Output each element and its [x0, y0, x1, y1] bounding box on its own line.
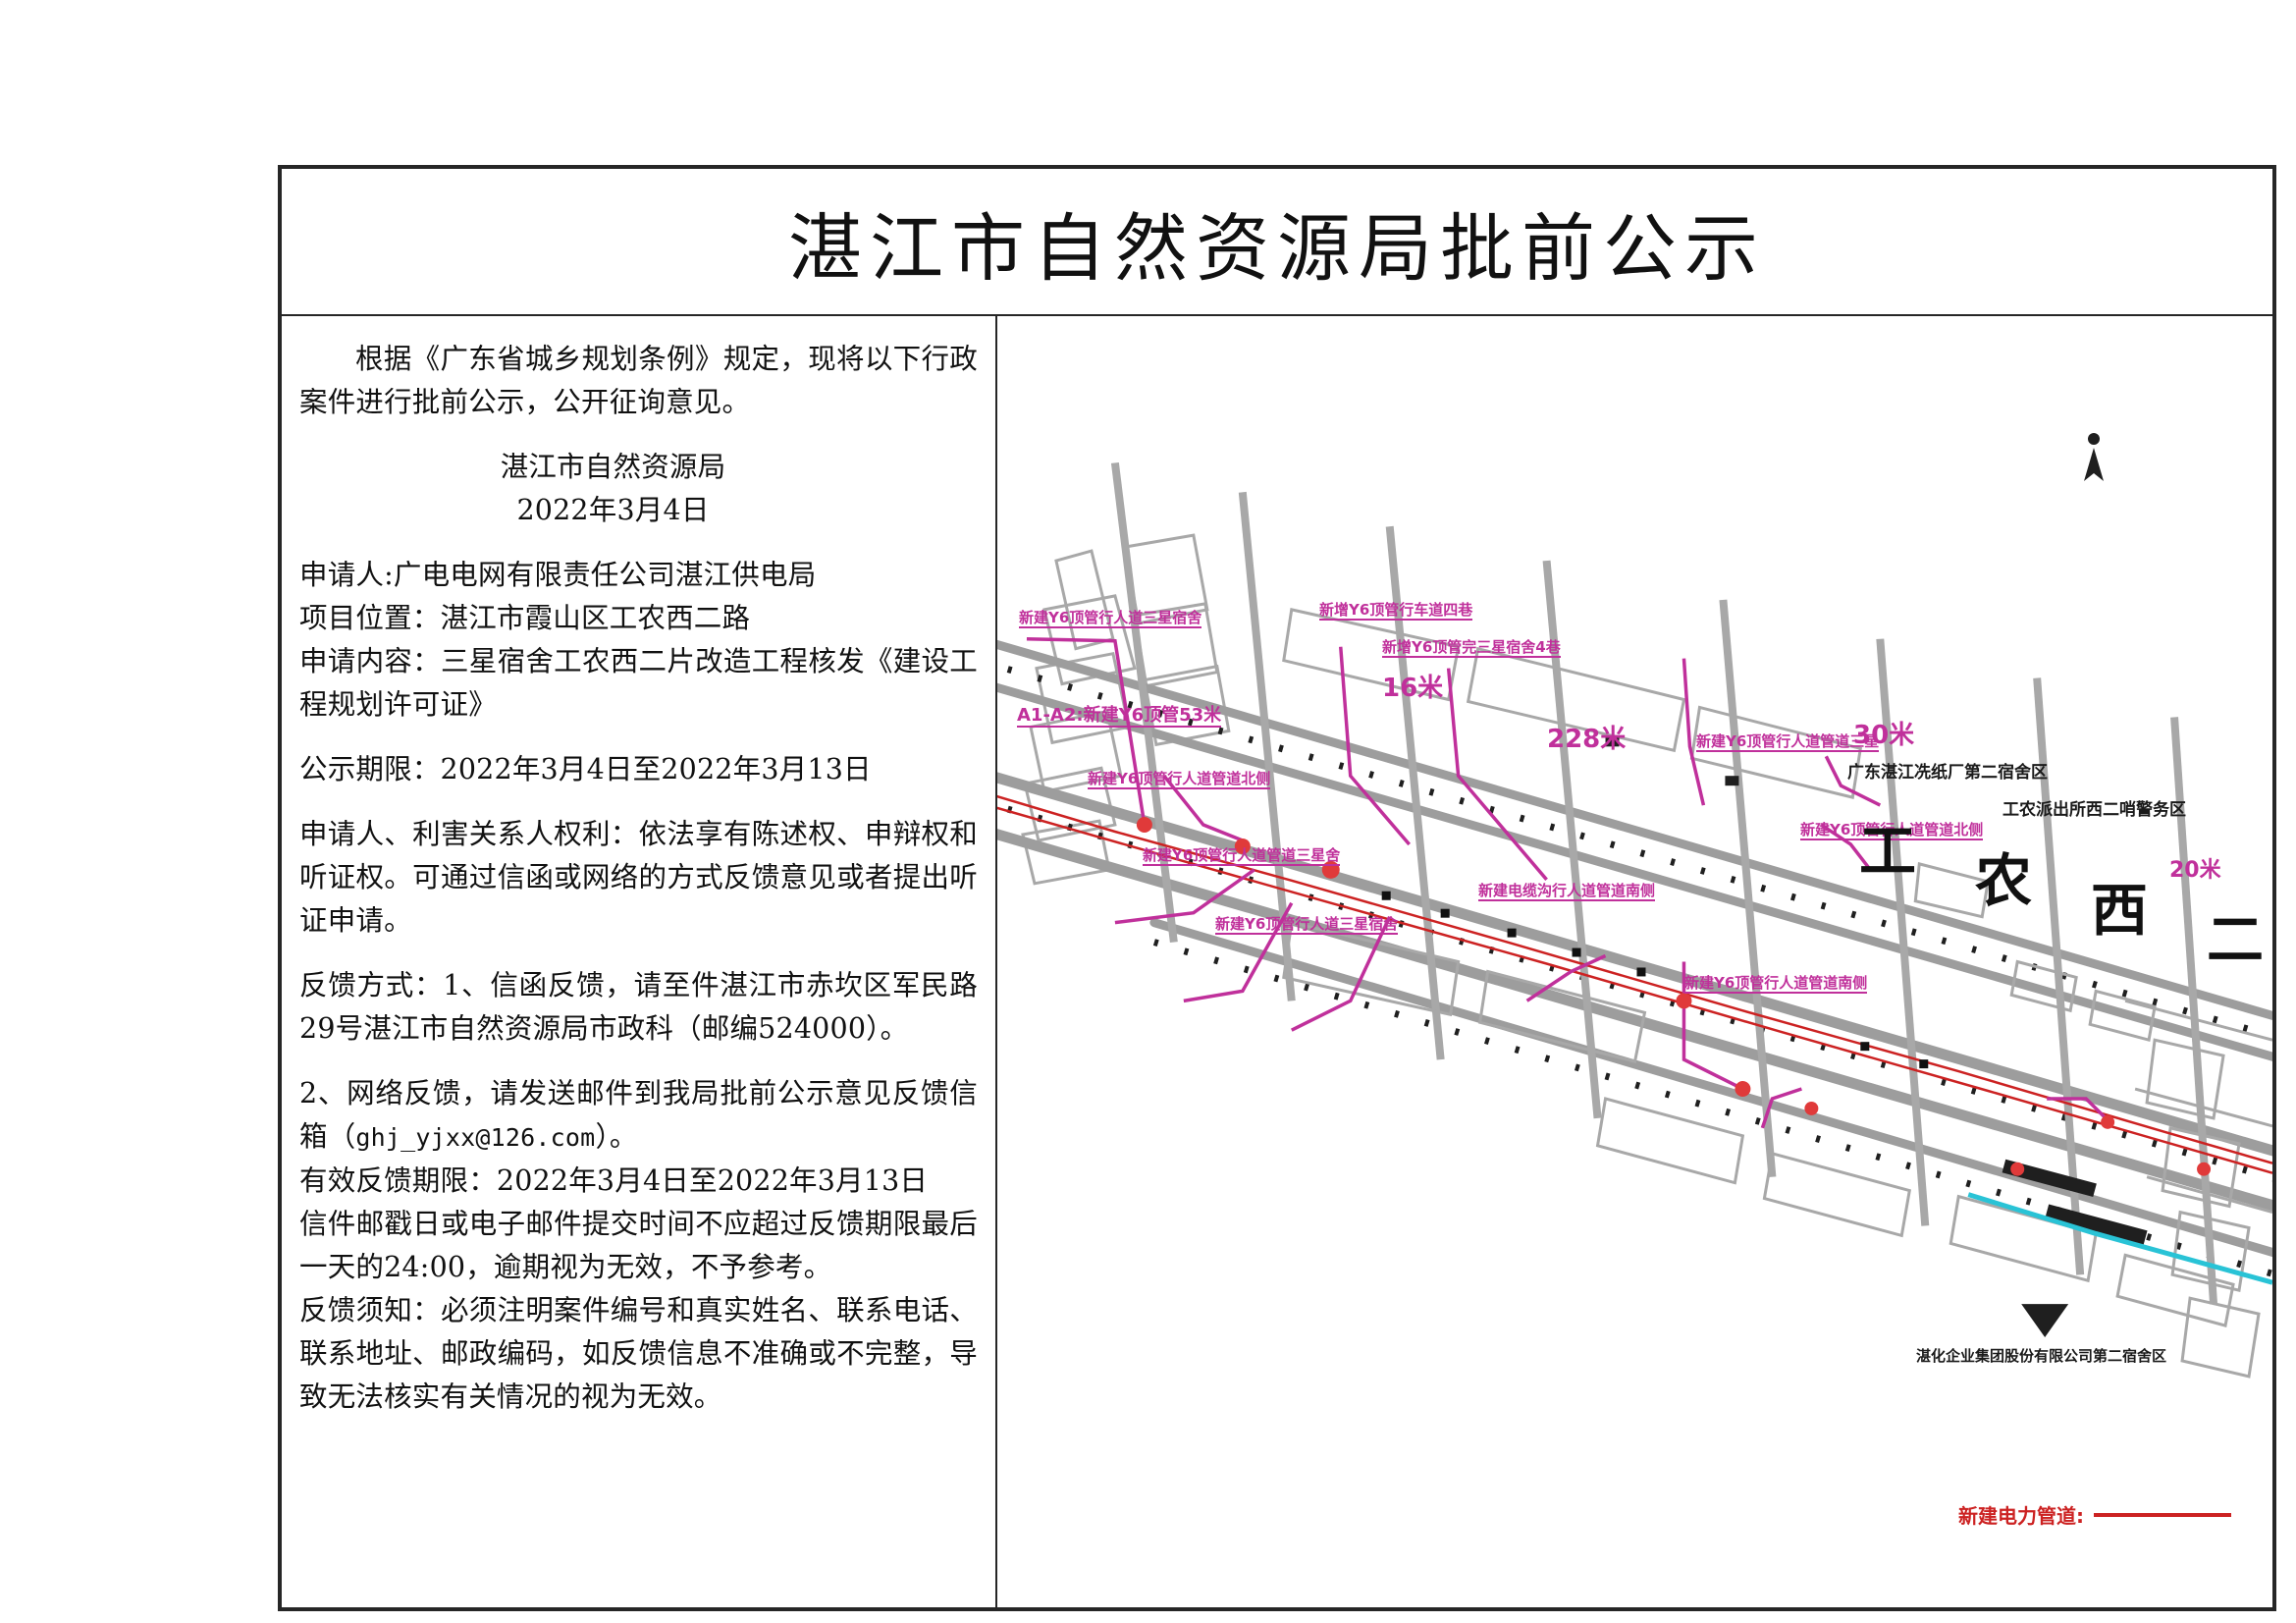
map-vector — [997, 461, 2272, 1379]
deadline-line: 信件邮戳日或电子邮件提交时间不应超过反馈期限最后一天的24:00，逾期视为无效，… — [299, 1208, 978, 1283]
road-secondary — [997, 639, 2272, 1258]
pipeline-markers — [1381, 891, 1929, 1069]
title-band: 湛江市自然资源局批前公示 — [282, 169, 2272, 316]
cross-streets — [1110, 461, 2218, 1305]
valid-feedback-period-line: 有效反馈期限：2022年3月4日至2022年3月13日 — [299, 1164, 929, 1197]
notice-text-column: 根据《广东省城乡规划条例》规定，现将以下行政案件进行批前公示，公开征询意见。 湛… — [282, 316, 997, 1607]
project-location-line: 项目位置：湛江市霞山区工农西二路 — [299, 602, 751, 634]
road-name-char-3: 西 — [2091, 877, 2149, 944]
map-column: 新建Y6顶管行人道三星宿舍 新增Y6顶管行车道四巷 新增Y6顶管完三星宿舍4巷 … — [997, 316, 2272, 1607]
map-annotation-10: 新建Y6顶管行人道管道南侧 — [1684, 974, 1868, 994]
map-annotation-8: 新建Y6顶管行人道管道三星 — [1696, 732, 1880, 752]
notice-intro: 根据《广东省城乡规划条例》规定，现将以下行政案件进行批前公示，公开征询意见。 — [299, 343, 978, 418]
feedback-email: ghj_yjxx@126.com — [355, 1123, 596, 1152]
map-annotation-9: 新建Y6顶管行人道管道北侧 — [1800, 821, 1984, 840]
new-power-pipeline-branch — [997, 806, 2272, 1174]
segment-length-label: A1-A2:新建Y6顶管53米 — [1017, 705, 1222, 728]
feedback-method-two-pre: 2、网络反馈，请发送邮件到我局批前公示意见反馈信箱（ — [299, 1077, 978, 1153]
new-power-pipeline — [997, 794, 2272, 1164]
dimension-30m: 30米 — [1853, 721, 1915, 750]
applicant-line: 申请人:广电电网有限责任公司湛江供电局 — [299, 559, 817, 591]
document-frame: 湛江市自然资源局批前公示 根据《广东省城乡规划条例》规定，现将以下行政案件进行批… — [278, 165, 2276, 1611]
map-annotation-4: 新建Y6顶管行人道管道北侧 — [1088, 770, 1271, 789]
place-label-chemical-dorm: 湛化企业集团股份有限公司第二宿舍区 — [1916, 1347, 2167, 1365]
rights-line: 申请人、利害关系人权利：依法享有陈述权、申辩权和听证权。可通过信函或网络的方式反… — [299, 818, 978, 937]
road-name-char-2: 农 — [1975, 847, 2033, 914]
pipeline-nodes — [1136, 817, 2212, 1176]
feedback-method-one: 反馈方式：1、信函反馈，请至件湛江市赤坎区军民路29号湛江市自然资源局市政科（邮… — [299, 969, 978, 1045]
feedback-method-two: 2、网络反馈，请发送邮件到我局批前公示意见反馈信箱（ghj_yjxx@126.c… — [299, 1072, 978, 1160]
map-annotation-7: 新建电缆沟行人道管道南侧 — [1478, 882, 1656, 901]
legend-line-swatch — [2094, 1512, 2231, 1517]
road-name-char-4: 二 — [2207, 906, 2265, 973]
north-arrow-icon — [2077, 432, 2110, 487]
feedback-requirements-line: 反馈须知：必须注明案件编号和真实姓名、联系电话、联系地址、邮政编码，如反馈信息不… — [299, 1294, 978, 1413]
block-outlines — [1282, 608, 2235, 1327]
dimension-228m: 228米 — [1547, 725, 1627, 754]
place-label-police-post: 工农派出所西二哨警务区 — [2002, 800, 2186, 820]
map-legend: 新建电力管道: — [1958, 1500, 2231, 1529]
publicity-period-line: 公示期限：2022年3月4日至2022年3月13日 — [299, 753, 872, 785]
legend-label: 新建电力管道: — [1958, 1504, 2084, 1528]
cyan-utility-line — [1967, 1192, 2272, 1285]
document-body: 根据《广东省城乡规划条例》规定，现将以下行政案件进行批前公示，公开征询意见。 湛… — [282, 316, 2272, 1607]
place-label-paper-mill-dorm: 广东湛江冼纸厂第二宿舍区 — [1847, 763, 2048, 783]
road-name-char-1: 工 — [1859, 818, 1917, 885]
map-annotation-2: 新增Y6顶管行车道四巷 — [1319, 601, 1473, 621]
page-title: 湛江市自然资源局批前公示 — [787, 204, 1766, 292]
feedback-method-two-post: ）。 — [595, 1120, 638, 1153]
map-annotation-3: 新增Y6顶管完三星宿舍4巷 — [1382, 638, 1561, 658]
issuer-name: 湛江市自然资源局 — [500, 451, 726, 483]
map-annotation-5: 新建Y6顶管行人道管道三星舍 — [1143, 846, 1341, 866]
building-solids — [1605, 736, 2148, 1245]
application-content-line: 申请内容：三星宿舍工农西二片改造工程核发《建设工程规划许可证》 — [299, 645, 978, 721]
map-annotation-6: 新建Y6顶管行人道三星宿舍 — [1215, 915, 1399, 935]
map-annotation-1: 新建Y6顶管行人道三星宿舍 — [1019, 609, 1202, 628]
dimension-16m: 16米 — [1382, 674, 1444, 703]
annotation-leaders — [1026, 637, 2108, 1129]
dimension-20m: 20米 — [2169, 858, 2221, 883]
location-pointer-icon — [2021, 1304, 2069, 1338]
issue-date: 2022年3月4日 — [516, 494, 710, 526]
north-arrow-glyph — [2084, 433, 2104, 481]
parcel-outlines-east — [2124, 999, 2272, 1379]
road-dash-markers — [997, 662, 2272, 1277]
site-map: 新建Y6顶管行人道三星宿舍 新增Y6顶管行车道四巷 新增Y6顶管完三星宿舍4巷 … — [997, 316, 2272, 1607]
